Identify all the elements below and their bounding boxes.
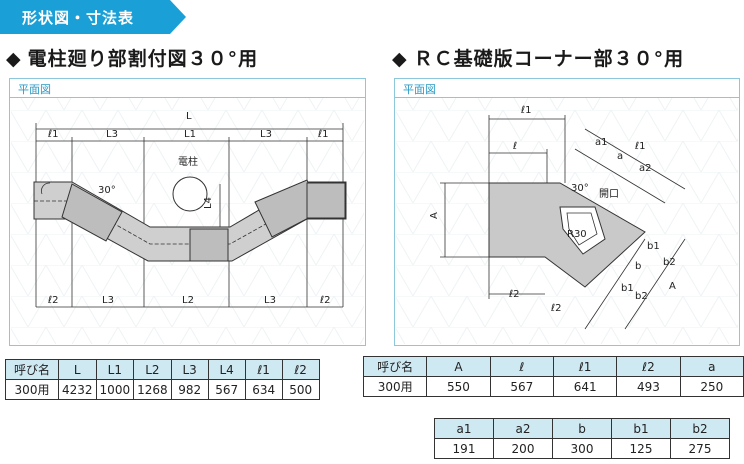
table-header-row: 呼び名 A ℓ ℓ1 ℓ2 a <box>362 356 744 377</box>
left-plan-drawing: L ℓ1 L3 L1 L3 ℓ1 電柱 L4 30° ℓ2 L3 L2 L3 ℓ… <box>11 98 364 344</box>
header-cell: L <box>58 359 97 380</box>
left-plan-panel: 平面図 <box>9 78 366 346</box>
table-cell: 125 <box>611 438 671 459</box>
dim-A: A <box>429 212 440 219</box>
dim-b1-lower: b1 <box>621 283 634 294</box>
header-cell: ℓ2 <box>281 359 320 380</box>
left-section-title: ◆電柱廻り部割付図３０°用 <box>6 44 258 71</box>
header-cell: L2 <box>133 359 172 380</box>
header-cell: a1 <box>434 418 494 439</box>
left-dimension-table: 呼び名 L L1 L2 L3 L4 ℓ1 ℓ2 300用 4232 1000 1… <box>5 359 320 400</box>
dim-l1-left: ℓ1 <box>48 129 59 140</box>
dim-l2-right: ℓ2 <box>320 295 331 306</box>
header-cell: b2 <box>670 418 730 439</box>
table-cell: 300 <box>552 438 612 459</box>
table-cell: 300用 <box>362 376 428 397</box>
header-cell: A <box>426 356 491 377</box>
header-cell: L1 <box>95 359 135 380</box>
pole-label: 電柱 <box>178 155 198 168</box>
dim-L1: L1 <box>184 129 196 140</box>
dim-a: a <box>617 151 623 162</box>
right-panel-label: 平面図 <box>403 83 436 96</box>
header-cell: a2 <box>493 418 553 439</box>
diamond-icon: ◆ <box>6 48 22 70</box>
dim-l1-right: ℓ1 <box>318 129 329 140</box>
header-cell: L4 <box>207 359 246 380</box>
dim-L3-left: L3 <box>106 129 118 140</box>
dim-L3-bottom-left: L3 <box>102 295 114 306</box>
panel-divider <box>10 97 365 98</box>
dim-l2: ℓ2 <box>509 289 520 300</box>
right-dimension-table-1: 呼び名 A ℓ ℓ1 ℓ2 a 300用 550 567 641 493 250 <box>362 356 744 397</box>
dim-L: L <box>186 111 192 122</box>
dim-L4: L4 <box>203 197 214 209</box>
section-tag-label: 形状図・寸法表 <box>22 9 135 27</box>
right-dimension-table-2: a1 a2 b b1 b2 191 200 300 125 275 <box>434 418 730 459</box>
dim-a1: a1 <box>595 137 608 148</box>
table-cell: 567 <box>207 379 246 400</box>
table-cell: 634 <box>244 379 283 400</box>
dim-l1: ℓ1 <box>521 105 532 116</box>
table-cell: 500 <box>281 379 320 400</box>
dim-l: ℓ <box>513 141 517 152</box>
header-cell: 呼び名 <box>5 359 59 380</box>
table-header-row: 呼び名 L L1 L2 L3 L4 ℓ1 ℓ2 <box>5 359 320 380</box>
table-cell: 275 <box>670 438 730 459</box>
table-cell: 300用 <box>5 379 59 400</box>
dim-L2: L2 <box>182 295 194 306</box>
dim-A-rot: A <box>669 281 676 292</box>
opening-label: 開口 <box>599 188 619 200</box>
tag-shape <box>0 0 186 34</box>
radius-label: R30 <box>567 229 587 240</box>
table-row: 300用 550 567 641 493 250 <box>362 376 744 397</box>
header-cell: ℓ1 <box>552 356 618 377</box>
header-cell: ℓ2 <box>616 356 681 377</box>
header-cell: 呼び名 <box>362 356 428 377</box>
dim-L3-bottom-right: L3 <box>264 295 276 306</box>
header-cell: b1 <box>611 418 671 439</box>
dim-b2: b2 <box>663 257 676 268</box>
header-cell: a <box>679 356 744 377</box>
header-cell: ℓ1 <box>244 359 283 380</box>
dim-a2: a2 <box>639 163 652 174</box>
dim-L3-right: L3 <box>260 129 272 140</box>
table-header-row: a1 a2 b b1 b2 <box>434 418 730 439</box>
right-title-text: ＲＣ基礎版コーナー部３０°用 <box>413 48 685 70</box>
diamond-icon: ◆ <box>392 48 408 70</box>
table-cell: 4232 <box>58 379 97 400</box>
angle-label: 30° <box>571 183 589 194</box>
right-plan-drawing: ℓ1 ℓ ℓ1 a1 a a2 30° 開口 A R30 b1 b b2 b1 … <box>396 98 738 344</box>
table-cell: 250 <box>679 376 744 397</box>
dim-l2-rot: ℓ2 <box>551 303 562 314</box>
table-cell: 550 <box>426 376 491 397</box>
header-cell: L3 <box>170 359 209 380</box>
header-cell: b <box>552 418 612 439</box>
table-cell: 567 <box>489 376 554 397</box>
table-row: 191 200 300 125 275 <box>434 438 730 459</box>
header-cell: ℓ <box>489 356 554 377</box>
dim-b1: b1 <box>647 241 660 252</box>
dim-l1-rot: ℓ1 <box>635 141 646 152</box>
table-cell: 982 <box>170 379 209 400</box>
right-plan-panel: 平面図 ℓ1 ℓ ℓ1 a1 <box>394 78 740 346</box>
table-cell: 200 <box>493 438 553 459</box>
panel-divider <box>395 97 739 98</box>
table-cell: 191 <box>434 438 494 459</box>
table-cell: 493 <box>616 376 681 397</box>
table-cell: 641 <box>552 376 618 397</box>
table-row: 300用 4232 1000 1268 982 567 634 500 <box>5 379 320 400</box>
table-cell: 1000 <box>95 379 135 400</box>
dim-b: b <box>635 261 641 272</box>
angle-label: 30° <box>98 185 116 196</box>
right-section-title: ◆ＲＣ基礎版コーナー部３０°用 <box>392 44 684 71</box>
dim-b2-lower: b2 <box>635 291 648 302</box>
table-cell: 1268 <box>133 379 172 400</box>
left-title-text: 電柱廻り部割付図３０°用 <box>27 48 259 70</box>
left-panel-label: 平面図 <box>18 83 51 96</box>
section-tag: 形状図・寸法表 <box>0 0 188 34</box>
dim-l2-left: ℓ2 <box>48 295 59 306</box>
